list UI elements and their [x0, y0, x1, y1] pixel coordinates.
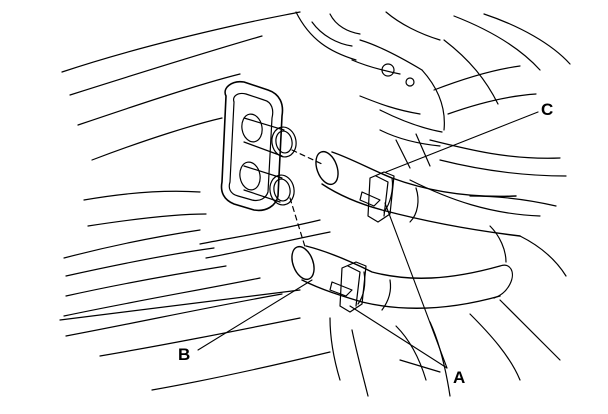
- right-side-structure: [329, 65, 567, 397]
- upper-hose: [315, 150, 521, 237]
- callout-label-b: B: [178, 345, 191, 364]
- heater-core-flange: [220, 80, 284, 212]
- lower-hose: [291, 245, 513, 311]
- hose-clamp-lower: [329, 261, 367, 313]
- heater-pipe-upper: [241, 113, 297, 158]
- callout-label-c: C: [541, 100, 554, 119]
- body-panel-lines: [59, 11, 331, 391]
- alignment-lines: [289, 149, 323, 251]
- callout-label-a: A: [453, 368, 466, 387]
- upper-structure: [295, 11, 571, 133]
- callout-leaders: [197, 111, 539, 369]
- heater-pipe-lower: [239, 161, 295, 206]
